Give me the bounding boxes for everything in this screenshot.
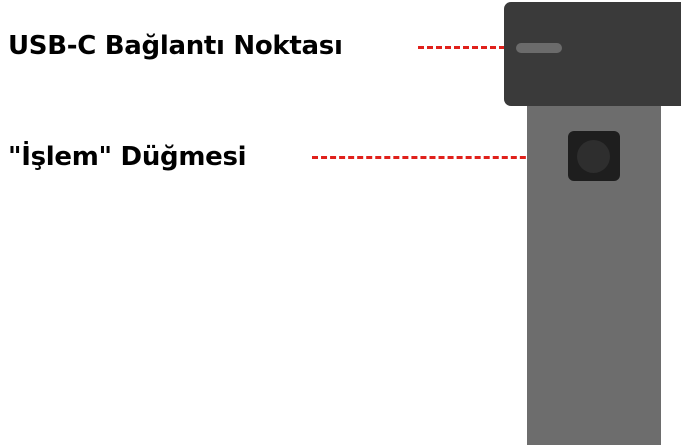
device-head: [504, 2, 681, 106]
usb-c-port-icon: [516, 43, 562, 53]
usb-c-port-leader-line: [418, 46, 514, 49]
action-button-leader-line: [312, 156, 562, 159]
round-push-button-icon: [577, 140, 610, 173]
action-button-label: "İşlem" Düğmesi: [8, 142, 247, 172]
usb-c-port-label: USB-C Bağlantı Noktası: [8, 31, 343, 61]
